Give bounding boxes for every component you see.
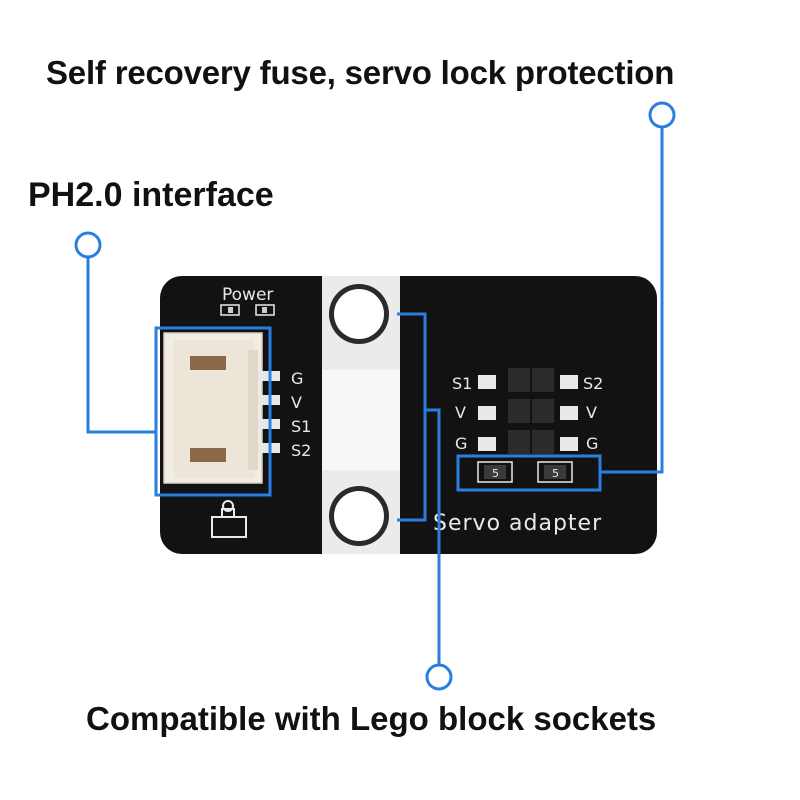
servo-header-pins	[478, 368, 578, 454]
lego-bracket-line	[397, 312, 427, 522]
header-label-v-left: V	[455, 403, 466, 422]
fuse-callout-text: Self recovery fuse, servo lock protectio…	[46, 54, 675, 91]
servo-icon	[211, 500, 247, 538]
lego-callout-text: Compatible with Lego block sockets	[86, 700, 657, 737]
callout-marker-icon	[74, 231, 102, 259]
lego-strip-highlight	[322, 370, 400, 470]
header-label-s1: S1	[452, 374, 472, 393]
ph20-connector	[163, 332, 263, 484]
interface-callout-line	[86, 258, 156, 434]
callout-marker-icon	[425, 663, 453, 691]
interface-callout-text: PH2.0 interface	[28, 176, 274, 214]
pin-label-s1: S1	[291, 417, 311, 436]
power-label: Power	[222, 285, 273, 305]
power-led	[220, 304, 275, 316]
pcb-board	[160, 276, 657, 554]
connector-highlight-box	[154, 326, 272, 497]
board-title: Servo adapter	[433, 511, 602, 536]
pin-label-g: G	[291, 369, 303, 388]
fuse-callout-line	[600, 128, 664, 474]
callout-marker-icon	[648, 101, 676, 129]
self-recovery-fuses	[477, 461, 573, 483]
pin-label-s2: S2	[291, 441, 311, 460]
header-label-g-right: G	[586, 434, 598, 453]
lego-hole-icon	[329, 486, 389, 546]
pin-label-v: V	[291, 393, 302, 412]
fuse-label-2: 5	[552, 467, 559, 480]
header-label-g-left: G	[455, 434, 467, 453]
header-label-s2: S2	[583, 374, 603, 393]
lego-hole-icon	[329, 284, 389, 344]
header-label-v-right: V	[586, 403, 597, 422]
lego-callout-line	[425, 408, 441, 665]
fuse-label-1: 5	[492, 467, 499, 480]
